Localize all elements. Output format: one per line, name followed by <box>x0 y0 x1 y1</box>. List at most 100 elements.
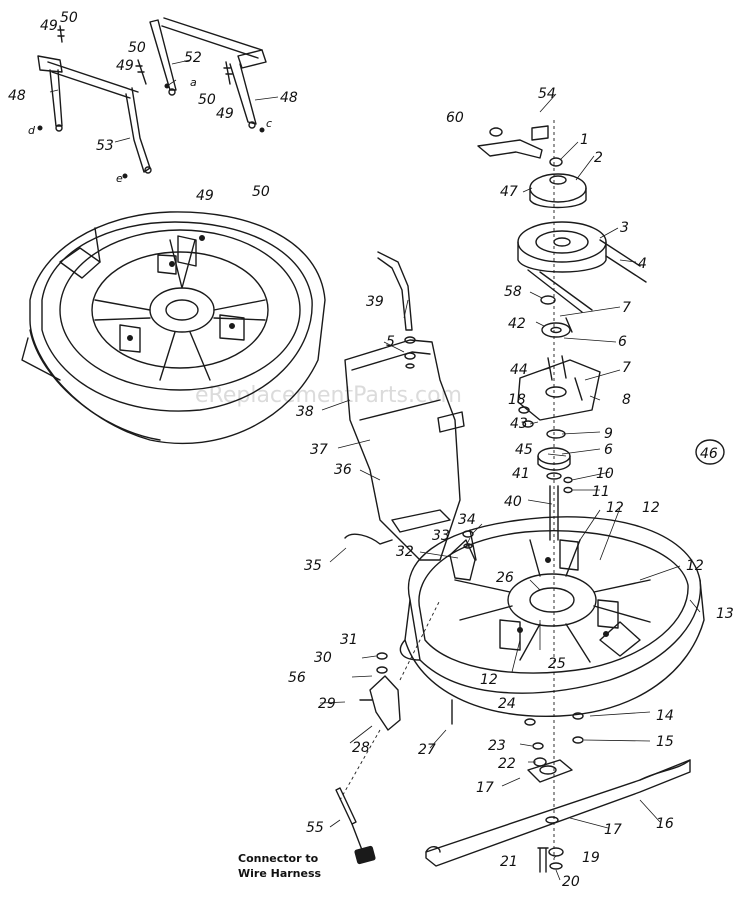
bracket-50 <box>177 235 197 267</box>
label-52: 52 <box>184 50 202 66</box>
label-12: 12 <box>686 558 704 574</box>
label-12: 12 <box>606 500 624 516</box>
label-43: 43 <box>510 416 528 432</box>
switch-bracket-28 <box>369 675 401 731</box>
label-13: 13 <box>716 606 734 622</box>
label-49: 49 <box>196 188 214 204</box>
label-27: 27 <box>418 742 436 758</box>
connector-note-line1: Connector to <box>238 852 319 865</box>
label-4: 4 <box>638 256 647 272</box>
label-48: 48 <box>280 90 298 106</box>
bolts-44 <box>547 355 567 381</box>
label-e: e <box>116 172 123 185</box>
label-20: 20 <box>562 874 580 890</box>
label-1: 1 <box>580 132 589 148</box>
bearing-41 <box>546 472 562 480</box>
label-39: 39 <box>366 294 384 310</box>
idler-bracket-54 <box>477 139 543 159</box>
label-45: 45 <box>515 442 533 458</box>
shield-plate-37 <box>437 411 465 433</box>
label-47: 47 <box>500 184 518 200</box>
mower-deck-right <box>399 516 705 718</box>
washer-58 <box>540 295 556 305</box>
label-26: 26 <box>496 570 514 586</box>
watermark: eReplacementParts.com <box>195 383 462 408</box>
wire-connector <box>354 845 376 865</box>
discharge-shield <box>344 251 476 581</box>
leader-lines <box>49 59 701 881</box>
label-16: 16 <box>656 816 674 832</box>
washer-5 <box>404 352 416 360</box>
nut-31 <box>376 652 388 660</box>
switch-55 <box>335 787 357 825</box>
mower-deck-left <box>21 211 326 445</box>
label-32: 32 <box>396 544 414 560</box>
label-46: 46 <box>700 446 718 462</box>
label-41: 41 <box>512 466 530 482</box>
label-55: 55 <box>306 820 324 836</box>
label-30: 30 <box>314 650 332 666</box>
nut-1 <box>549 157 563 167</box>
label-54: 54 <box>538 86 556 102</box>
hairpin-35 <box>344 533 393 545</box>
blade-assembly <box>425 712 691 873</box>
label-50: 50 <box>60 10 78 26</box>
label-49: 49 <box>40 18 58 34</box>
label-37: 37 <box>310 442 328 458</box>
bracket-32 <box>449 539 476 581</box>
label-17: 17 <box>476 780 494 796</box>
deck-hub-right <box>507 573 597 627</box>
bracket-right <box>237 49 267 69</box>
washer-19 <box>548 847 564 857</box>
spring-clip-49 <box>57 25 65 43</box>
label-35: 35 <box>304 558 322 574</box>
label-25: 25 <box>548 656 566 672</box>
deck-rim-right <box>418 530 689 674</box>
label-49: 49 <box>216 106 234 122</box>
label-36: 36 <box>334 462 352 478</box>
deck-rim <box>41 221 313 412</box>
bracket-left <box>37 55 63 73</box>
label-50: 50 <box>252 184 270 200</box>
label-50: 50 <box>198 92 216 108</box>
label-29: 29 <box>318 696 336 712</box>
bearing-42 <box>541 322 571 338</box>
deck-hub <box>149 287 215 333</box>
label-38: 38 <box>296 404 314 420</box>
label-7: 7 <box>622 360 631 376</box>
lift-arm-52 <box>149 19 177 91</box>
label-a: a <box>190 76 197 89</box>
callout-circle-46 <box>695 439 725 465</box>
label-c: c <box>266 117 272 130</box>
label-14: 14 <box>656 708 674 724</box>
label-44: 44 <box>510 362 528 378</box>
label-40: 40 <box>504 494 522 510</box>
mounting-plate-8 <box>517 359 601 421</box>
label-24: 24 <box>498 696 516 712</box>
bolt-7 <box>574 377 583 401</box>
deck-spokes-right <box>454 539 651 663</box>
label-49: 49 <box>116 58 134 74</box>
label-28: 28 <box>352 740 370 756</box>
label-31: 31 <box>340 632 358 648</box>
label-15: 15 <box>656 734 674 750</box>
lift-arm-48-left <box>49 69 63 127</box>
label-53: 53 <box>96 138 114 154</box>
label-12: 12 <box>642 500 660 516</box>
label-11: 11 <box>592 484 610 500</box>
label-2: 2 <box>594 150 603 166</box>
label-56: 56 <box>288 670 306 686</box>
pulley-3 <box>517 221 607 263</box>
link-rod-upper <box>47 61 139 93</box>
label-58: 58 <box>504 284 522 300</box>
lift-arm-48-right <box>229 63 257 125</box>
label-d: d <box>28 124 36 137</box>
label-22: 22 <box>498 756 516 772</box>
blade-adapter-17 <box>527 759 573 783</box>
bolt-21 <box>537 847 549 873</box>
label-12: 12 <box>480 672 498 688</box>
label-50: 50 <box>128 40 146 56</box>
switch-assembly <box>335 599 453 865</box>
